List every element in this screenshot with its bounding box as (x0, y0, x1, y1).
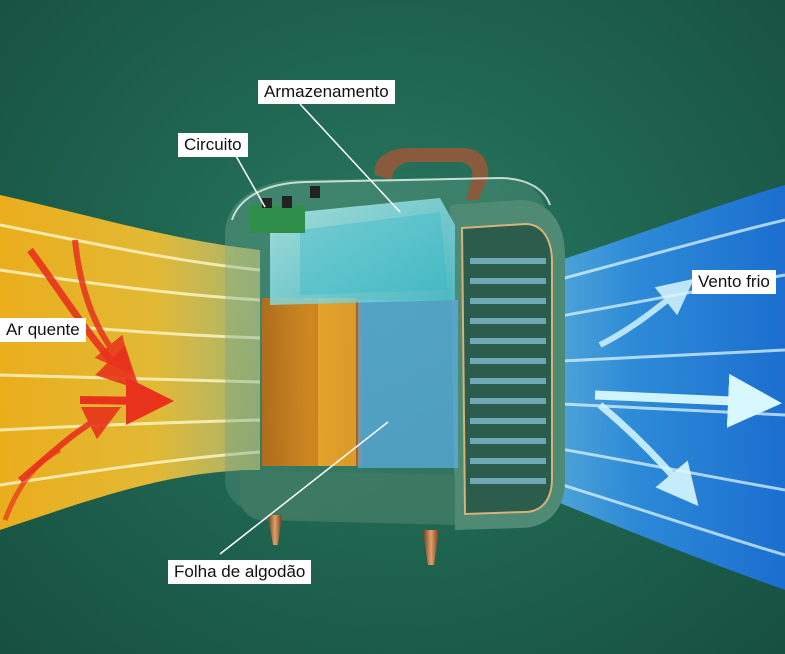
cold-air-arrows (594, 278, 782, 507)
callout-hot-air: Ar quente (0, 318, 86, 342)
cooler-device (225, 148, 565, 565)
handle (374, 148, 489, 200)
callout-cold-wind: Vento frio (692, 270, 776, 294)
leg-left (268, 515, 282, 545)
callout-storage: Armazenamento (258, 80, 395, 104)
callout-circuit: Circuito (178, 133, 248, 157)
hot-air-arrows (2, 239, 174, 521)
leader-lines (219, 103, 401, 555)
front-grille (470, 258, 546, 484)
hot-air-stream (0, 195, 261, 530)
circuit-board (250, 205, 305, 233)
water-tank (270, 198, 455, 305)
leg-right (423, 530, 439, 565)
callout-cotton-sheet: Folha de algodão (168, 560, 312, 584)
